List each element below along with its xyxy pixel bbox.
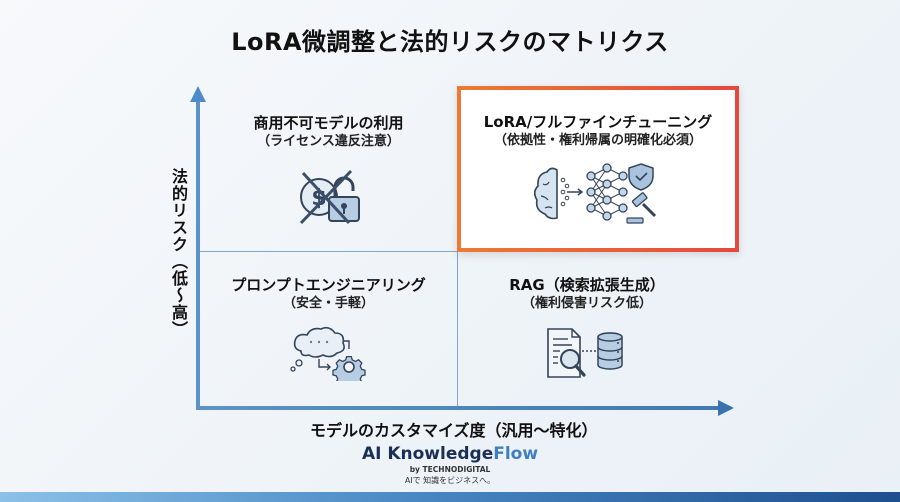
y-axis-line (196, 100, 200, 410)
document-search-database-icon (457, 325, 717, 381)
quadrant-subtitle: （権利侵害リスク低） (521, 296, 652, 311)
y-axis-arrow-icon (190, 86, 206, 102)
brand-tagline: AIで 知識をビジネスへ。 (404, 476, 496, 485)
svg-text:$: $ (311, 186, 326, 211)
quadrant-title: 商用不可モデルの利用 (253, 114, 404, 132)
y-axis-label: 法的リスク（低〜高） (169, 168, 188, 338)
quadrant-title: RAG（検索拡張生成） (509, 276, 665, 294)
thought-cloud-gear-icon (200, 325, 457, 381)
bottom-gradient-bar (0, 492, 900, 502)
quadrant-noncommercial-model: 商用不可モデルの利用 （ライセンス違反注意） $ (200, 113, 457, 229)
quadrant-lora-finetuning: LoRA/フルファインチューニング （依拠性・権利帰属の明確化必須） (457, 86, 739, 252)
quadrant-rag: RAG（検索拡張生成） （権利侵害リスク低） (457, 275, 717, 381)
quadrant-divider-horizontal (200, 251, 457, 252)
brand-byline: by TECHNODIGITAL (409, 465, 491, 474)
x-axis-label: モデルのカスタマイズ度（汎用〜特化） (310, 421, 598, 440)
footer-branding: AI KnowledgeFlow by TECHNODIGITAL AIで 知識… (0, 444, 900, 487)
page-title: LoRA微調整と法的リスクのマトリクス (231, 28, 669, 56)
quadrant-prompt-engineering: プロンプトエンジニアリング （安全・手軽） (200, 275, 457, 381)
quadrant-title: LoRA/フルファインチューニング (483, 113, 713, 131)
brand-accent: Flow (493, 444, 539, 464)
quadrant-subtitle: （依拠性・権利帰属の明確化必須） (493, 133, 702, 148)
brand-logo: AI KnowledgeFlow (0, 444, 900, 464)
quadrant-subtitle: （安全・手軽） (282, 296, 374, 311)
quadrant-divider-vertical (457, 251, 458, 406)
brand-main: AI Knowledge (361, 444, 494, 464)
x-axis-arrow-icon (718, 400, 734, 416)
quadrant-subtitle: （ライセンス違反注意） (257, 134, 400, 149)
quadrant-title: プロンプトエンジニアリング (231, 276, 426, 294)
crossed-dollar-unlock-icon: $ (200, 165, 457, 229)
brain-neural-network-gavel-icon (461, 160, 735, 228)
x-axis-line (196, 406, 720, 410)
